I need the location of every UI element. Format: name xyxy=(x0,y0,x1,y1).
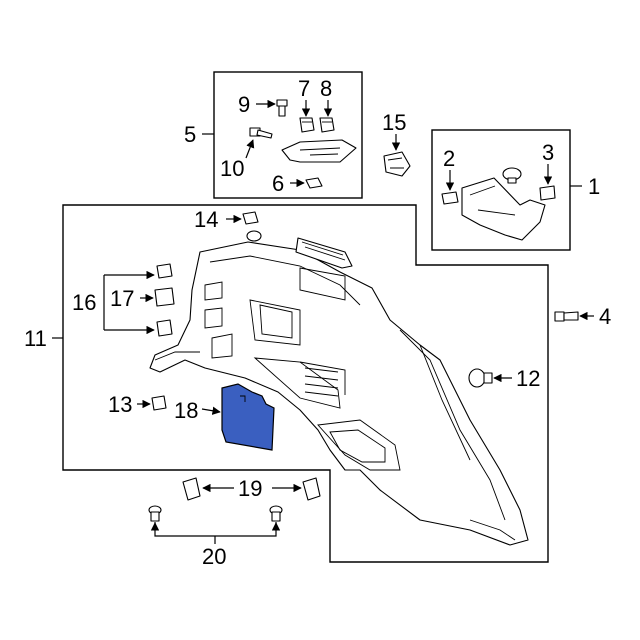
callout-7: 7 xyxy=(298,76,310,101)
bracket-15 xyxy=(383,151,411,177)
screw-20-left xyxy=(148,505,162,522)
clip-6 xyxy=(305,177,323,189)
clip-13 xyxy=(151,395,167,411)
trim-piece-1 xyxy=(461,177,546,241)
callout-4: 4 xyxy=(599,304,611,329)
quarter-trim-panel xyxy=(149,241,529,546)
callout-19: 19 xyxy=(238,476,262,501)
callout-20: 20 xyxy=(202,544,226,569)
group-box-5 xyxy=(213,71,363,199)
clip-19-left xyxy=(182,477,201,501)
callout-3: 3 xyxy=(542,140,554,165)
callout-18: 18 xyxy=(174,398,198,423)
group-box-11 xyxy=(62,204,549,563)
leader-lines xyxy=(52,99,594,544)
clip-7 xyxy=(299,117,315,133)
clip-2 xyxy=(441,191,459,205)
pushpin-12 xyxy=(468,368,493,388)
clip-8 xyxy=(319,117,335,133)
callout-16: 16 xyxy=(72,290,96,315)
clip-3 xyxy=(539,185,556,201)
callout-11: 11 xyxy=(24,326,47,351)
bolt-9 xyxy=(276,99,288,117)
bolt-4 xyxy=(554,311,579,322)
grab-handle xyxy=(295,237,353,269)
trim-piece-5 xyxy=(281,139,357,163)
callout-2: 2 xyxy=(443,146,455,171)
callout-9: 9 xyxy=(238,92,250,117)
callout-13: 13 xyxy=(108,392,132,417)
callout-5: 5 xyxy=(184,122,196,147)
callout-17: 17 xyxy=(110,286,134,311)
clip-16-lower xyxy=(156,319,173,337)
pushpin-14 xyxy=(246,230,262,242)
clip-16-upper xyxy=(156,263,173,279)
callout-10: 10 xyxy=(220,156,244,181)
callout-8: 8 xyxy=(320,76,332,101)
callout-1: 1 xyxy=(588,174,600,199)
screw-20-right xyxy=(269,505,283,522)
callout-14: 14 xyxy=(194,207,218,232)
callout-15: 15 xyxy=(382,110,406,135)
callout-12: 12 xyxy=(516,366,540,391)
clip-19-right xyxy=(302,477,321,501)
pushpin-1 xyxy=(502,167,522,184)
callout-6: 6 xyxy=(272,171,284,196)
group-box-1 xyxy=(431,129,571,251)
screw-10 xyxy=(249,127,273,139)
cap-17 xyxy=(154,287,175,307)
clip-14 xyxy=(242,211,259,225)
access-cover-panel[interactable] xyxy=(221,383,275,451)
